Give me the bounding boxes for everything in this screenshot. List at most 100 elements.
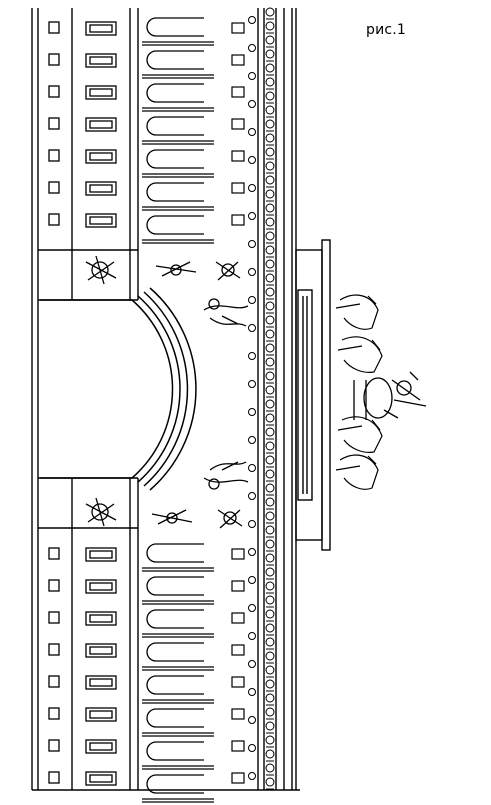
attic-inscription-panel: [297, 289, 313, 501]
capital-ornament: [248, 744, 256, 752]
frieze-ornament: [265, 399, 275, 409]
frieze-ornament: [265, 721, 275, 731]
frieze-ornament: [265, 665, 275, 675]
frieze-ornament: [265, 427, 275, 437]
frieze-ornament: [265, 231, 275, 241]
upper-window: [231, 118, 245, 130]
small-window: [48, 53, 60, 66]
frieze-ornament: [265, 385, 275, 395]
frieze-ornament: [265, 21, 275, 31]
colonnade-arch: [146, 741, 204, 761]
quadriga-horses: [335, 294, 383, 490]
capital-ornament: [248, 660, 256, 668]
capital-ornament: [248, 128, 256, 136]
tall-window-pane: [89, 710, 113, 719]
capital-ornament: [248, 604, 256, 612]
upper-windows-group: [231, 22, 245, 784]
upper-window: [231, 676, 245, 688]
tall-window-pane: [89, 184, 113, 193]
frieze-ornament: [265, 119, 275, 129]
colonnade-group: [142, 17, 214, 803]
upper-window: [231, 54, 245, 66]
capital-ornament: [248, 492, 256, 500]
upper-window: [231, 644, 245, 656]
frieze-ornament: [265, 175, 275, 185]
frieze-ornament: [265, 343, 275, 353]
ornamental-frieze: [248, 7, 275, 790]
tall-window-pane: [89, 646, 113, 655]
tall-window-pane: [89, 88, 113, 97]
central-arch: [38, 249, 197, 529]
colonnade-arch: [146, 774, 204, 794]
frieze-ornament: [265, 203, 275, 213]
frieze-ornament: [265, 147, 275, 157]
small-window: [48, 579, 60, 592]
capital-ornament: [248, 296, 256, 304]
small-window: [48, 739, 60, 752]
frieze-ornament: [265, 91, 275, 101]
capital-ornament: [248, 184, 256, 192]
upper-window: [231, 548, 245, 560]
relief-sculptures: [85, 255, 249, 529]
tall-window: [85, 85, 117, 100]
frieze-ornament: [265, 777, 275, 787]
capital-ornament: [248, 688, 256, 696]
colonnade-arch: [146, 543, 204, 563]
colonnade-arch: [146, 708, 204, 728]
small-window: [48, 547, 60, 560]
frieze-ornament: [265, 217, 275, 227]
colonnade-arch: [146, 182, 204, 202]
frieze-ornament: [265, 525, 275, 535]
capital-ornament: [248, 72, 256, 80]
relief-figure-bottom-right: [217, 509, 243, 529]
capital-ornament: [248, 548, 256, 556]
tall-window: [85, 547, 117, 562]
frieze-ornament: [265, 595, 275, 605]
small-window: [48, 117, 60, 130]
tall-window-pane: [89, 24, 113, 33]
frieze-ornament: [265, 315, 275, 325]
capital-ornament: [248, 268, 256, 276]
tall-window: [85, 643, 117, 658]
tall-window: [85, 21, 117, 36]
tall-window: [85, 771, 117, 786]
frieze-ornament: [265, 245, 275, 255]
small-window: [48, 675, 60, 688]
tall-window: [85, 149, 117, 164]
capital-ornament: [248, 436, 256, 444]
frieze-ornament: [265, 441, 275, 451]
small-window: [48, 771, 60, 784]
capital-ornament: [248, 576, 256, 584]
small-window: [48, 611, 60, 624]
capital-ornament: [248, 352, 256, 360]
frieze-ornament: [265, 259, 275, 269]
upper-window: [231, 214, 245, 226]
small-window: [48, 707, 60, 720]
frieze-ornament: [265, 707, 275, 717]
colonnade-arch: [146, 116, 204, 136]
capital-ornament: [248, 716, 256, 724]
capital-ornament: [248, 240, 256, 248]
frieze-ornament: [265, 623, 275, 633]
frieze-ornament: [265, 469, 275, 479]
relief-victory-bottom: [203, 461, 249, 490]
frieze-ornament: [265, 189, 275, 199]
capital-ornament: [248, 324, 256, 332]
frieze-ornament: [265, 105, 275, 115]
colonnade-arch: [146, 83, 204, 103]
frieze-ornament: [265, 763, 275, 773]
colonnade-arch: [146, 149, 204, 169]
capital-ornament: [248, 464, 256, 472]
quadriga-chariot-figure: [353, 371, 427, 420]
small-window: [48, 85, 60, 98]
frieze-ornament: [265, 287, 275, 297]
frieze-ornament: [265, 651, 275, 661]
frieze-ornament: [265, 581, 275, 591]
tall-windows-group: [85, 21, 117, 786]
capital-ornament: [248, 16, 256, 24]
frieze-ornament: [265, 637, 275, 647]
upper-window: [231, 772, 245, 784]
capital-ornament: [248, 408, 256, 416]
frieze-ornament: [265, 357, 275, 367]
